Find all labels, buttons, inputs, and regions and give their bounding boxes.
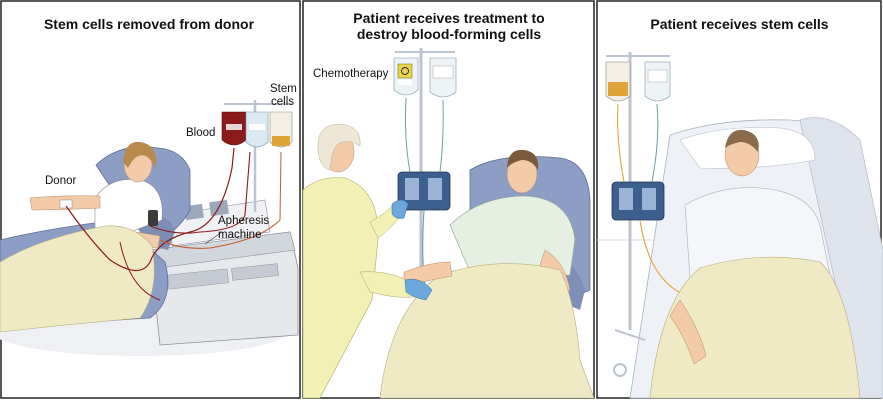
panel-3-title: Patient receives stem cells bbox=[650, 16, 829, 32]
chemo-patient-illustration bbox=[379, 149, 595, 399]
donor-iv-bags-illustration bbox=[221, 100, 293, 212]
panel-1-title: Stem cells removed from donor bbox=[43, 16, 255, 32]
nurse-figure-illustration bbox=[302, 123, 433, 399]
apheresis-machine-label-line1: Apheresis bbox=[218, 215, 270, 227]
stem-cells-label-line1: Stem bbox=[270, 83, 297, 95]
panel-2-title-line2: destroy blood-forming cells bbox=[356, 26, 542, 42]
panel-2-title-line1: Patient receives treatment to bbox=[353, 10, 545, 26]
stem-cells-label-line2: cells bbox=[271, 96, 295, 108]
panel-stem-cell-infusion bbox=[596, 0, 883, 399]
donor-label: Donor bbox=[45, 175, 77, 187]
chemotherapy-label: Chemotherapy bbox=[313, 68, 389, 80]
panel-chemotherapy bbox=[302, 0, 595, 399]
panel-donor bbox=[0, 0, 301, 399]
apheresis-machine-label-line2: machine bbox=[218, 229, 262, 241]
recipient-patient-illustration bbox=[649, 129, 861, 399]
infusion-iv-pole-illustration bbox=[605, 52, 671, 377]
donor-figure-illustration bbox=[0, 141, 163, 333]
blood-label: Blood bbox=[186, 127, 216, 139]
